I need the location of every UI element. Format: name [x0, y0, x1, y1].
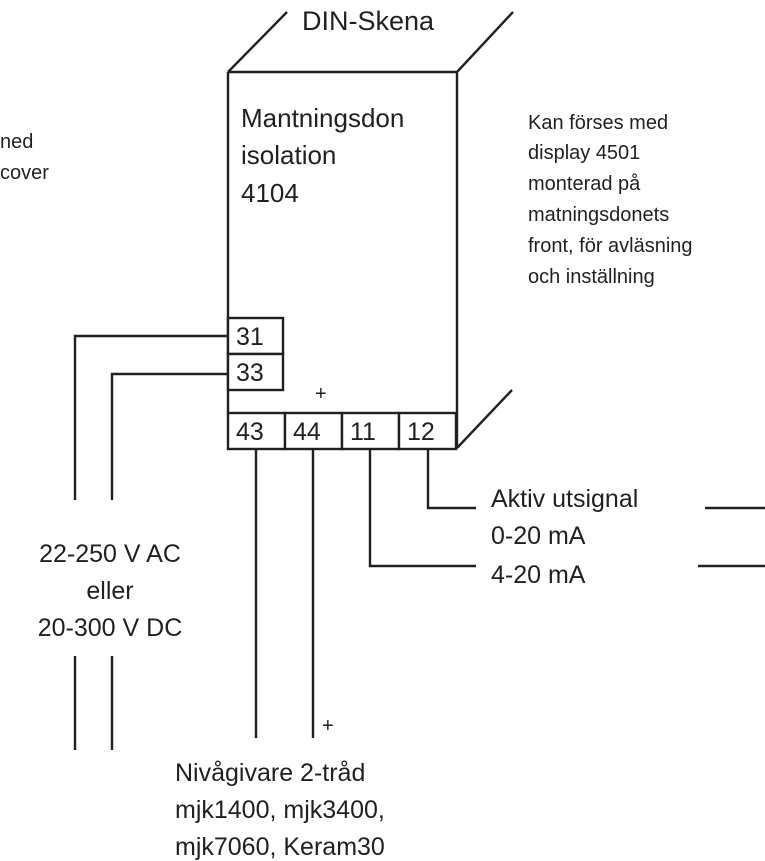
- transmitter-label-line-3: mjk7060, Keram30: [175, 833, 385, 861]
- display-note-line-2: display 4501: [528, 142, 640, 164]
- module-label: Mantningsdon isolation 4104: [241, 103, 404, 208]
- transmitter-wires: [254, 449, 315, 738]
- cropped-note-line-1: ned: [0, 131, 33, 153]
- transmitter-label-line-2: mjk1400, mjk3400,: [175, 796, 385, 824]
- supply-label-line-3: 20-300 V DC: [38, 614, 183, 642]
- cropped-note-line-2: cover: [0, 162, 49, 184]
- transmitter-label-line-1: Nivågivare 2-tråd: [175, 759, 365, 787]
- module-label-line-3: 4104: [241, 178, 299, 208]
- display-note-line-3: monterad på: [528, 173, 641, 195]
- module-label-line-1: Mantningsdon: [241, 103, 404, 133]
- terminal-33: 33: [226, 352, 285, 392]
- display-note-line-1: Kan förses med: [528, 112, 668, 134]
- plus-marker-transmitter: +: [322, 715, 334, 737]
- supply-label: 22-250 V AC eller 20-300 V DC: [38, 540, 183, 642]
- output-label-line-2: 0-20 mA: [491, 522, 586, 550]
- display-note-line-4: matningsdonets: [528, 204, 669, 226]
- terminal-11-box: [340, 411, 401, 451]
- rail-bottom-edge: [456, 389, 513, 449]
- supply-label-line-1: 22-250 V AC: [39, 540, 181, 568]
- supply-wire-33: [110, 372, 228, 500]
- display-note: Kan förses med display 4501 monterad på …: [528, 112, 693, 288]
- output-wires: [368, 449, 765, 568]
- terminal-row: 43 44 11 12: [226, 411, 458, 451]
- supply-wire-31: [73, 334, 228, 500]
- transmitter-label: Nivågivare 2-tråd mjk1400, mjk3400, mjk7…: [175, 759, 385, 861]
- terminal-43-label: 43: [236, 418, 264, 446]
- supply-wires: [73, 334, 228, 750]
- module-label-line-2: isolation: [241, 140, 336, 170]
- terminal-44-label: 44: [293, 418, 321, 446]
- output-label-line-3: 4-20 mA: [491, 561, 586, 589]
- rail-right-edge: [456, 11, 514, 73]
- supply-label-line-2: eller: [86, 577, 133, 605]
- display-note-line-5: front, för avläsning: [528, 235, 693, 257]
- output-label: Aktiv utsignal 0-20 mA 4-20 mA: [491, 485, 638, 589]
- plus-marker-terminal-44: +: [315, 383, 327, 405]
- cropped-note: ned cover: [0, 131, 49, 184]
- terminal-12-box: [397, 411, 458, 451]
- output-wire-12: [426, 449, 476, 510]
- terminal-31: 31: [226, 316, 285, 356]
- output-label-line-1: Aktiv utsignal: [491, 485, 638, 513]
- terminal-11-label: 11: [350, 418, 376, 446]
- din-rail-label: DIN-Skena: [302, 6, 435, 36]
- terminal-31-label: 31: [236, 323, 264, 351]
- terminal-12-label: 12: [407, 418, 435, 446]
- rail-left-edge: [227, 11, 288, 73]
- output-wire-11: [368, 449, 476, 568]
- display-note-line-6: och inställning: [528, 266, 655, 288]
- terminal-33-box: [226, 352, 285, 392]
- terminal-33-label: 33: [236, 359, 264, 387]
